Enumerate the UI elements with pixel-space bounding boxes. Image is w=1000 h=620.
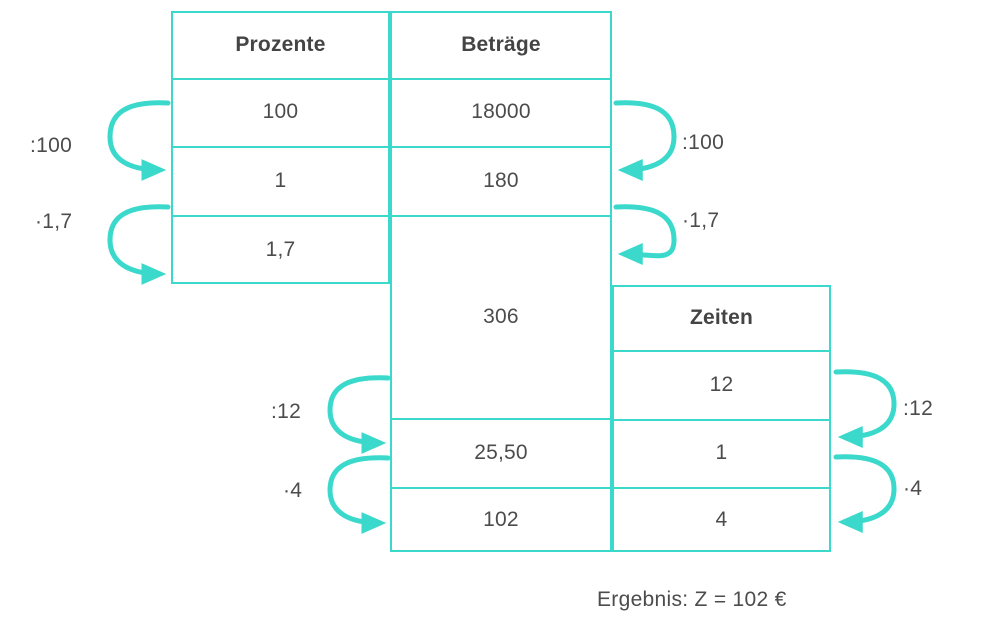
arrow-mid-left-divide-12 — [327, 375, 391, 454]
label-right-multiply-4: ·4 — [903, 477, 923, 500]
table-zeiten — [612, 285, 831, 552]
cell-prozente-100: 100 — [262, 100, 299, 123]
row-divider — [390, 418, 612, 420]
row-divider — [612, 419, 831, 421]
cell-betraege-180: 180 — [483, 168, 519, 192]
row-divider — [390, 78, 612, 80]
label-right-divide-100: :100 — [682, 131, 725, 154]
row-divider — [612, 487, 831, 489]
arrow-right-divide-12 — [833, 369, 897, 448]
cell-prozente-1-7: 1,7 — [265, 237, 296, 261]
cell-zeiten-4: 4 — [715, 507, 728, 531]
label-left-divide-100: :100 — [30, 134, 73, 157]
cell-prozente-1: 1 — [274, 168, 287, 192]
arrow-right-multiply-1-7 — [613, 204, 677, 266]
cell-zeiten-1: 1 — [715, 441, 728, 464]
cell-betraege-102: 102 — [483, 507, 519, 531]
row-divider — [171, 215, 390, 217]
cell-betraege-306: 306 — [483, 304, 519, 328]
header-prozente: Prozente — [235, 32, 326, 56]
cell-zeiten-12: 12 — [709, 372, 734, 396]
label-right-divide-12: :12 — [903, 397, 934, 420]
label-right-multiply-1-7: ·1,7 — [682, 209, 720, 232]
table-prozente — [171, 11, 390, 284]
row-divider — [390, 487, 612, 489]
label-mid-divide-12: :12 — [271, 400, 302, 423]
row-divider — [171, 146, 390, 148]
header-zeiten: Zeiten — [689, 305, 754, 329]
table-betraege — [390, 11, 612, 552]
result-text: Ergebnis: Z = 102 € — [597, 588, 787, 611]
label-mid-multiply-4: ·4 — [283, 479, 303, 502]
cell-betraege-25-50: 25,50 — [474, 440, 528, 464]
row-divider — [390, 146, 612, 148]
header-betraege: Beträge — [461, 32, 541, 56]
arrow-left-divide-100 — [107, 100, 171, 181]
arrow-mid-left-multiply-4 — [327, 455, 391, 534]
cell-betraege-18000: 18000 — [471, 100, 531, 123]
arrow-left-multiply-1-7 — [107, 204, 171, 285]
arrow-right-multiply-4 — [833, 454, 897, 533]
label-left-multiply-1-7: ·1,7 — [35, 210, 73, 233]
arrow-right-divide-100 — [613, 100, 677, 181]
row-divider — [171, 78, 390, 80]
row-divider — [612, 350, 831, 352]
row-divider — [390, 215, 612, 217]
